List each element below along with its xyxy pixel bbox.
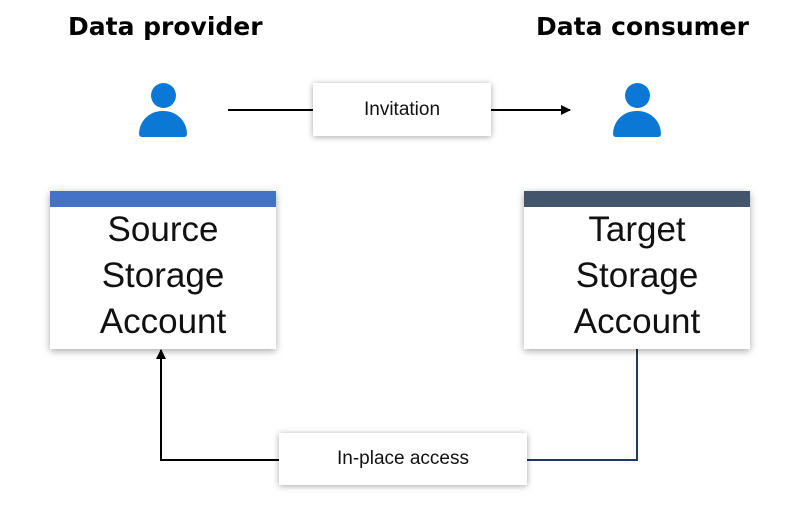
target-line-1: Target <box>588 210 686 249</box>
target-accent-bar <box>524 191 750 207</box>
target-storage-title: Target Storage Account <box>524 207 750 345</box>
target-line-3: Account <box>573 302 701 341</box>
target-storage-account: Target Storage Account <box>524 191 750 349</box>
in-place-access-label: In-place access <box>279 433 527 485</box>
access-arrow <box>156 349 279 461</box>
target-line-2: Storage <box>575 256 699 295</box>
consumer-title: Data consumer <box>536 12 749 41</box>
source-line-1: Source <box>107 210 219 249</box>
provider-title: Data provider <box>68 12 263 41</box>
source-storage-account: Source Storage Account <box>50 191 276 349</box>
source-line-3: Account <box>99 302 227 341</box>
access-line-right <box>527 349 638 461</box>
provider-person-icon <box>139 83 187 137</box>
consumer-person-icon <box>613 83 661 137</box>
source-accent-bar <box>50 191 276 207</box>
source-storage-title: Source Storage Account <box>50 207 276 345</box>
source-line-2: Storage <box>101 256 225 295</box>
invitation-label: Invitation <box>313 83 491 136</box>
